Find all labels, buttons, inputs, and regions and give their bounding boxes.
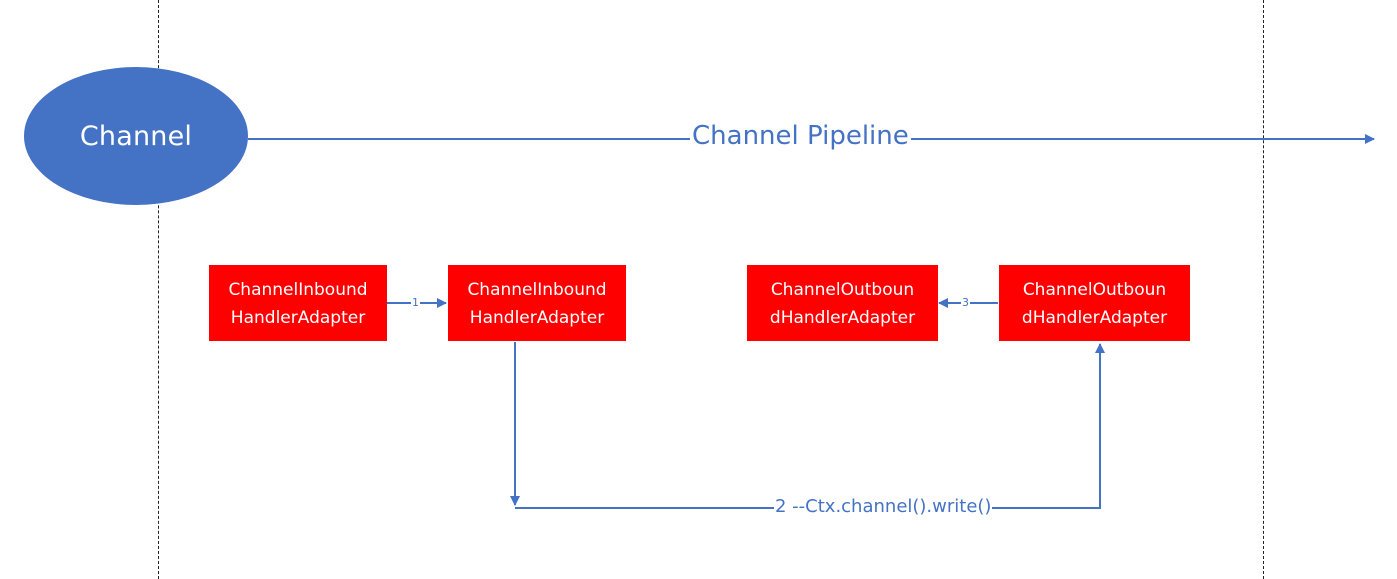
channel-label: Channel: [79, 120, 193, 152]
handler-line1: ChannelInbound: [467, 280, 607, 300]
arrow-1-label: 1: [411, 296, 420, 309]
outbound-handler-2: ChannelOutboun dHandlerAdapter: [999, 265, 1190, 341]
arrow-2-path: [515, 343, 1105, 509]
inbound-handler-1: ChannelInbound HandlerAdapter: [209, 265, 387, 341]
pipeline-label: Channel Pipeline: [690, 121, 911, 151]
inbound-handler-2: ChannelInbound HandlerAdapter: [448, 265, 626, 341]
channel-node: Channel: [24, 67, 248, 205]
outbound-handler-1: ChannelOutboun dHandlerAdapter: [747, 265, 938, 341]
handler-line2: dHandlerAdapter: [769, 308, 916, 328]
handler-line2: HandlerAdapter: [230, 308, 366, 328]
handler-line1: ChannelInbound: [228, 280, 368, 300]
handler-line1: ChannelOutboun: [1022, 280, 1167, 300]
left-boundary-dashed-line: [158, 0, 159, 579]
arrow-3-label: 3: [961, 296, 970, 309]
arrow-2-label: 2 --Ctx.channel().write(): [774, 496, 993, 517]
right-boundary-dashed-line: [1263, 0, 1264, 579]
handler-line2: HandlerAdapter: [469, 308, 605, 328]
handler-line1: ChannelOutboun: [770, 280, 915, 300]
handler-line2: dHandlerAdapter: [1021, 308, 1168, 328]
